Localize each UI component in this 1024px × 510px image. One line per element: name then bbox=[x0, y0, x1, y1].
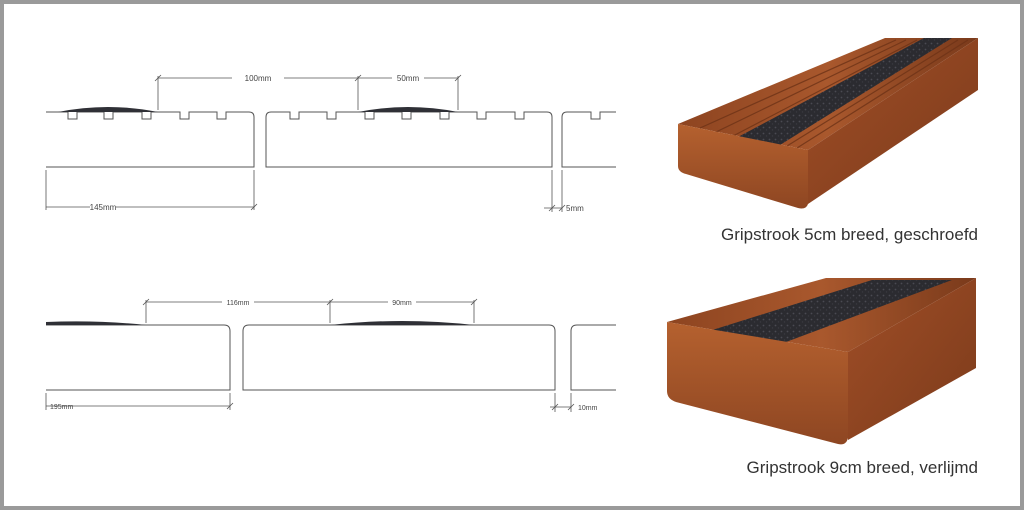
grip-strip-render bbox=[706, 280, 952, 342]
board-render-top bbox=[678, 38, 978, 209]
dim-spacing-label: 116mm bbox=[227, 300, 250, 307]
grip-strip bbox=[330, 321, 474, 325]
board-front-face bbox=[678, 124, 808, 209]
grip-strip bbox=[358, 107, 458, 112]
dim-spacing-label: 100mm bbox=[245, 74, 272, 83]
profile-drawing-bottom bbox=[46, 324, 616, 391]
dim-board-width-label: 145mm bbox=[90, 203, 117, 212]
grip-strip-render bbox=[738, 38, 952, 145]
grip-strips-bottom bbox=[46, 321, 474, 325]
board-profile bbox=[570, 324, 616, 391]
dimension-labels-bottom: 116mm 90mm 195mm 10mm bbox=[50, 300, 598, 412]
board-profile bbox=[46, 324, 231, 391]
caption-top: Gripstrook 5cm breed, geschroefd bbox=[720, 225, 978, 244]
board-profile bbox=[265, 111, 553, 168]
board-profile bbox=[561, 111, 616, 168]
dimensions-bottom bbox=[45, 298, 575, 412]
board-grooves bbox=[699, 39, 969, 149]
dimensions-top bbox=[45, 74, 566, 212]
dim-gap-label: 5mm bbox=[566, 204, 584, 213]
board-side-face bbox=[848, 278, 976, 440]
board-side-face bbox=[808, 38, 978, 204]
profile-drawing-top bbox=[46, 111, 616, 168]
board-profile bbox=[46, 111, 255, 168]
grip-strip bbox=[46, 321, 146, 325]
dim-gap-label: 10mm bbox=[578, 405, 598, 412]
grip-strip bbox=[58, 107, 158, 112]
board-front-face bbox=[667, 322, 848, 445]
board-render-bottom bbox=[667, 278, 976, 445]
caption-bottom: Gripstrook 9cm breed, verlijmd bbox=[746, 458, 978, 477]
dim-board-width-label: 195mm bbox=[50, 404, 74, 411]
dimension-labels-top: 100mm 50mm 145mm 5mm bbox=[90, 74, 584, 213]
board-profile bbox=[242, 324, 556, 391]
dim-strip-width-label: 50mm bbox=[397, 74, 420, 83]
grip-strips-top bbox=[58, 107, 458, 112]
dim-strip-width-label: 90mm bbox=[392, 300, 412, 307]
